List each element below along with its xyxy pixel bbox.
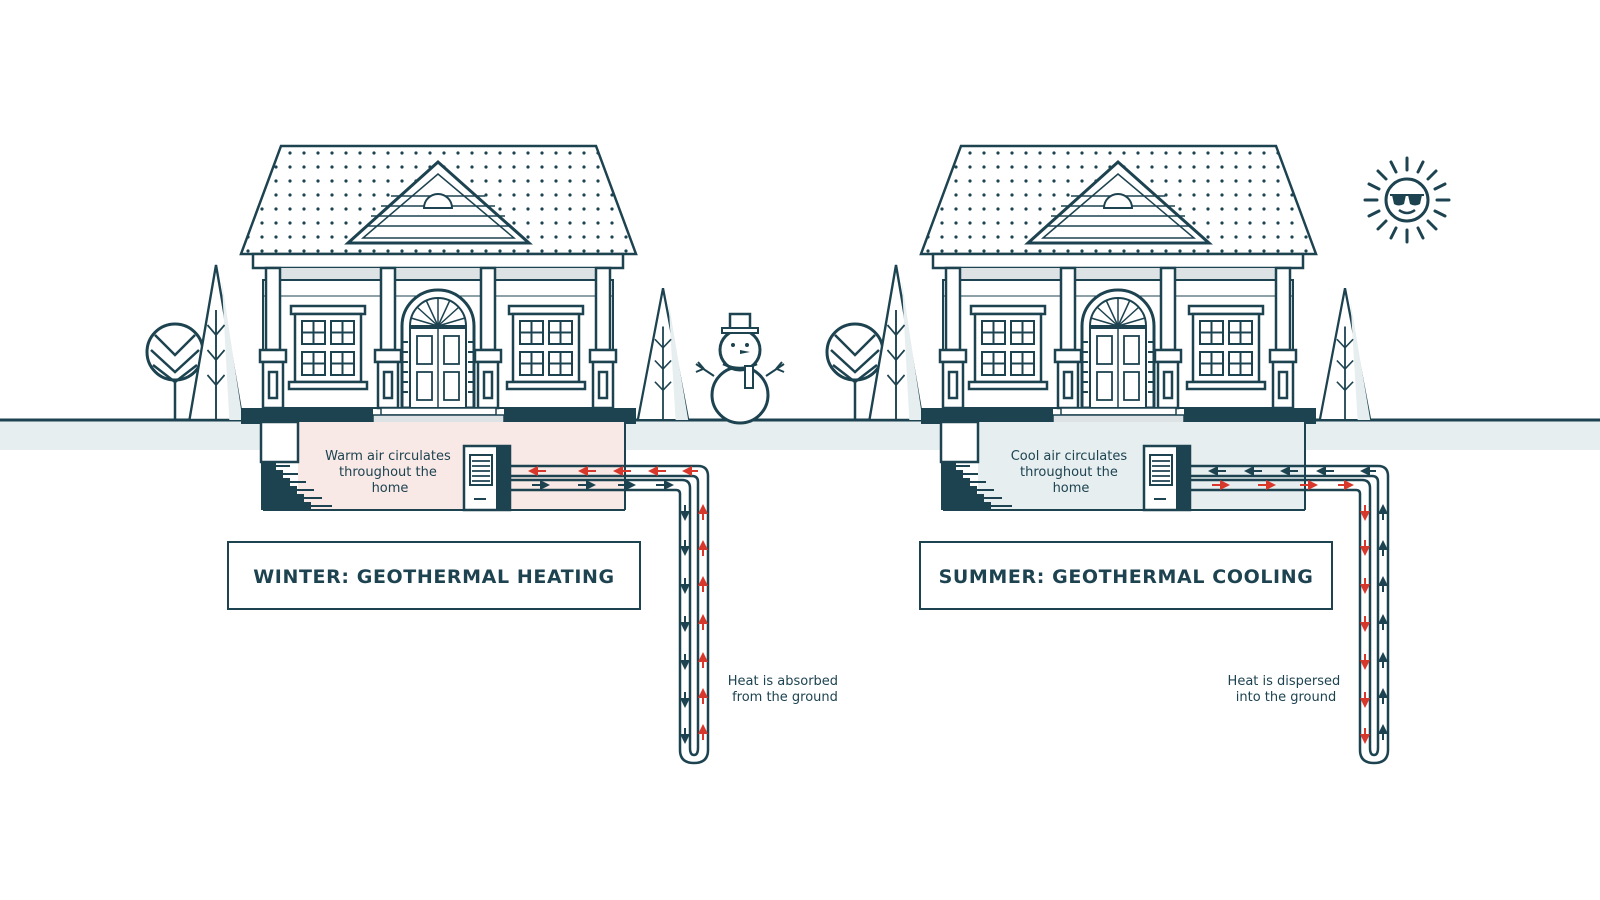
winter-room-caption: Warm air circulates throughout the home xyxy=(325,449,455,496)
ground-loop-pipe xyxy=(1190,464,1390,765)
summer-title: SUMMER: GEOTHERMAL COOLING xyxy=(939,566,1314,588)
heat-pump-icon xyxy=(1142,444,1192,512)
tree-icon xyxy=(636,287,690,422)
summer-ground-caption: Heat is dispersed into the ground xyxy=(1228,674,1345,705)
summer-room-caption: Cool air circulates throughout the home xyxy=(1011,449,1132,496)
basement-stairs xyxy=(939,420,1012,510)
snowman-icon xyxy=(695,312,785,425)
heat-pump-icon xyxy=(462,444,512,512)
winter-title-box xyxy=(227,541,641,610)
basement-stairs xyxy=(259,420,332,510)
winter-title: WINTER: GEOTHERMAL HEATING xyxy=(253,566,614,588)
winter-scene: Warm air circulates throughout the home … xyxy=(145,144,842,765)
summer-title-box xyxy=(919,541,1333,610)
tree-icon xyxy=(1318,287,1372,422)
ground-band xyxy=(0,420,1600,450)
winter-ground-caption: Heat is absorbed from the ground xyxy=(728,674,842,705)
ground-loop-pipe xyxy=(510,464,710,765)
sun-with-sunglasses-icon xyxy=(1363,156,1451,244)
summer-scene: Cool air circulates throughout the home … xyxy=(825,144,1451,765)
winter-house xyxy=(239,144,638,426)
summer-house xyxy=(919,144,1318,426)
